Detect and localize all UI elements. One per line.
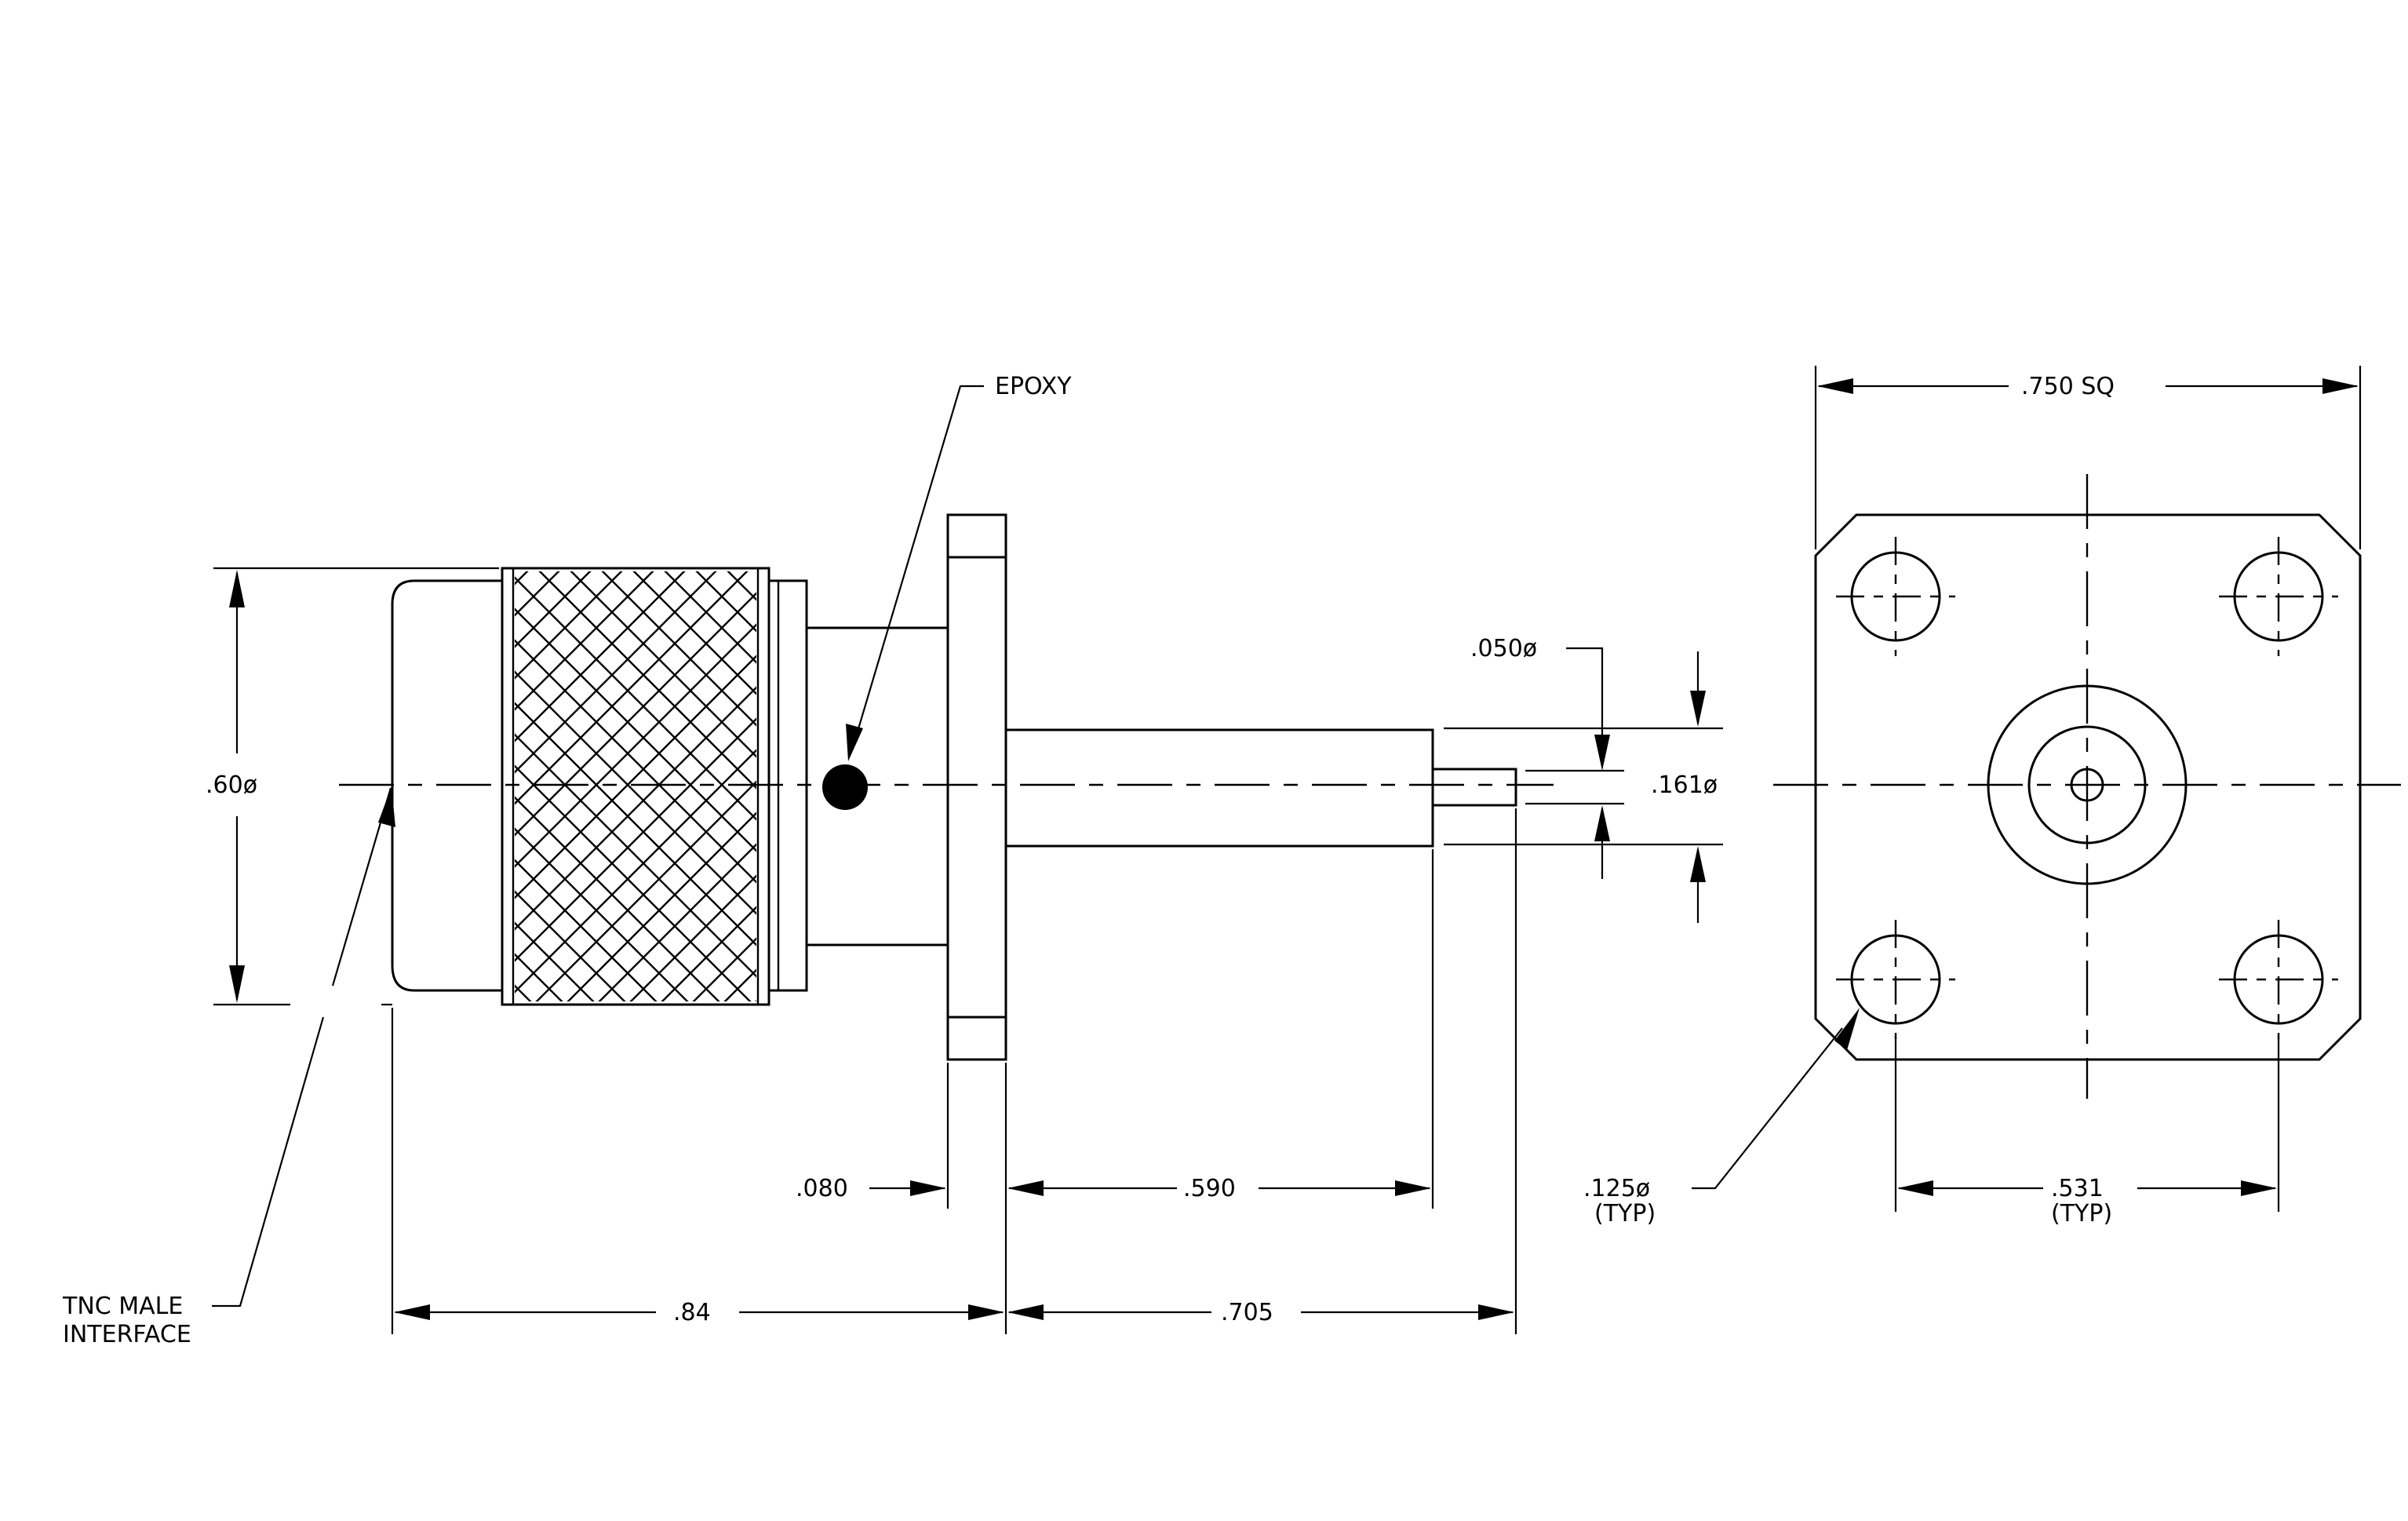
dim-060-dia	[213, 567, 499, 1006]
side-view	[339, 513, 1554, 1061]
tnc-label-line2: INTERFACE	[63, 1321, 191, 1348]
dim-060-label: .60ø	[206, 771, 257, 799]
dielectric-body	[1004, 728, 1434, 848]
dim-531-typ-label: (TYP)	[2051, 1200, 2112, 1227]
dim-050-label: .050ø	[1470, 635, 1537, 662]
dim-590	[1007, 1180, 1431, 1196]
dim-080-label: .080	[796, 1175, 848, 1202]
mounting-flange	[946, 513, 1007, 1061]
dim-705-label: .705	[1221, 1299, 1273, 1326]
epoxy-label: EPOXY	[995, 373, 1072, 400]
receptacle-outer	[1987, 684, 2188, 885]
receptacle-inner	[2027, 725, 2147, 844]
dim-590-label: .590	[1183, 1175, 1236, 1202]
mounting-hole-tr	[2219, 537, 2338, 656]
dim-161-dia	[1444, 651, 1723, 923]
dim-705	[1007, 1304, 1514, 1320]
dim-084	[394, 1304, 1004, 1320]
mounting-hole-bl	[1836, 920, 1955, 1039]
collar	[767, 579, 808, 992]
dim-080	[869, 1180, 946, 1196]
dim-750-label: .750 SQ	[2021, 373, 2115, 400]
dim-050-dia	[1525, 647, 1624, 879]
dim-750-sq	[1814, 366, 2362, 549]
hole-125-typ-label: (TYP)	[1594, 1200, 1656, 1227]
tnc-label-line1: TNC MALE	[62, 1293, 183, 1320]
dim-084-label: .84	[673, 1299, 711, 1326]
mounting-hole-br	[2219, 920, 2338, 1039]
epoxy-dot	[822, 764, 868, 810]
hole-125-label: .125ø	[1583, 1175, 1650, 1202]
center-pin	[1431, 768, 1517, 807]
flange-outline	[1814, 513, 2362, 1061]
hole-125-leader	[1692, 1008, 1860, 1190]
mounting-hole-tl	[1836, 537, 1955, 656]
knurled-coupling-nut	[501, 567, 770, 1006]
receptacle-pin	[2070, 768, 2104, 802]
tnc-leader	[212, 786, 395, 1308]
dim-161-label: .161ø	[1651, 771, 1718, 799]
tnc-nose	[391, 579, 504, 992]
dim-531-label: .531	[2051, 1175, 2104, 1202]
dim-531	[1897, 1180, 2277, 1196]
front-view	[1773, 474, 2401, 1099]
epoxy-leader	[846, 385, 984, 761]
